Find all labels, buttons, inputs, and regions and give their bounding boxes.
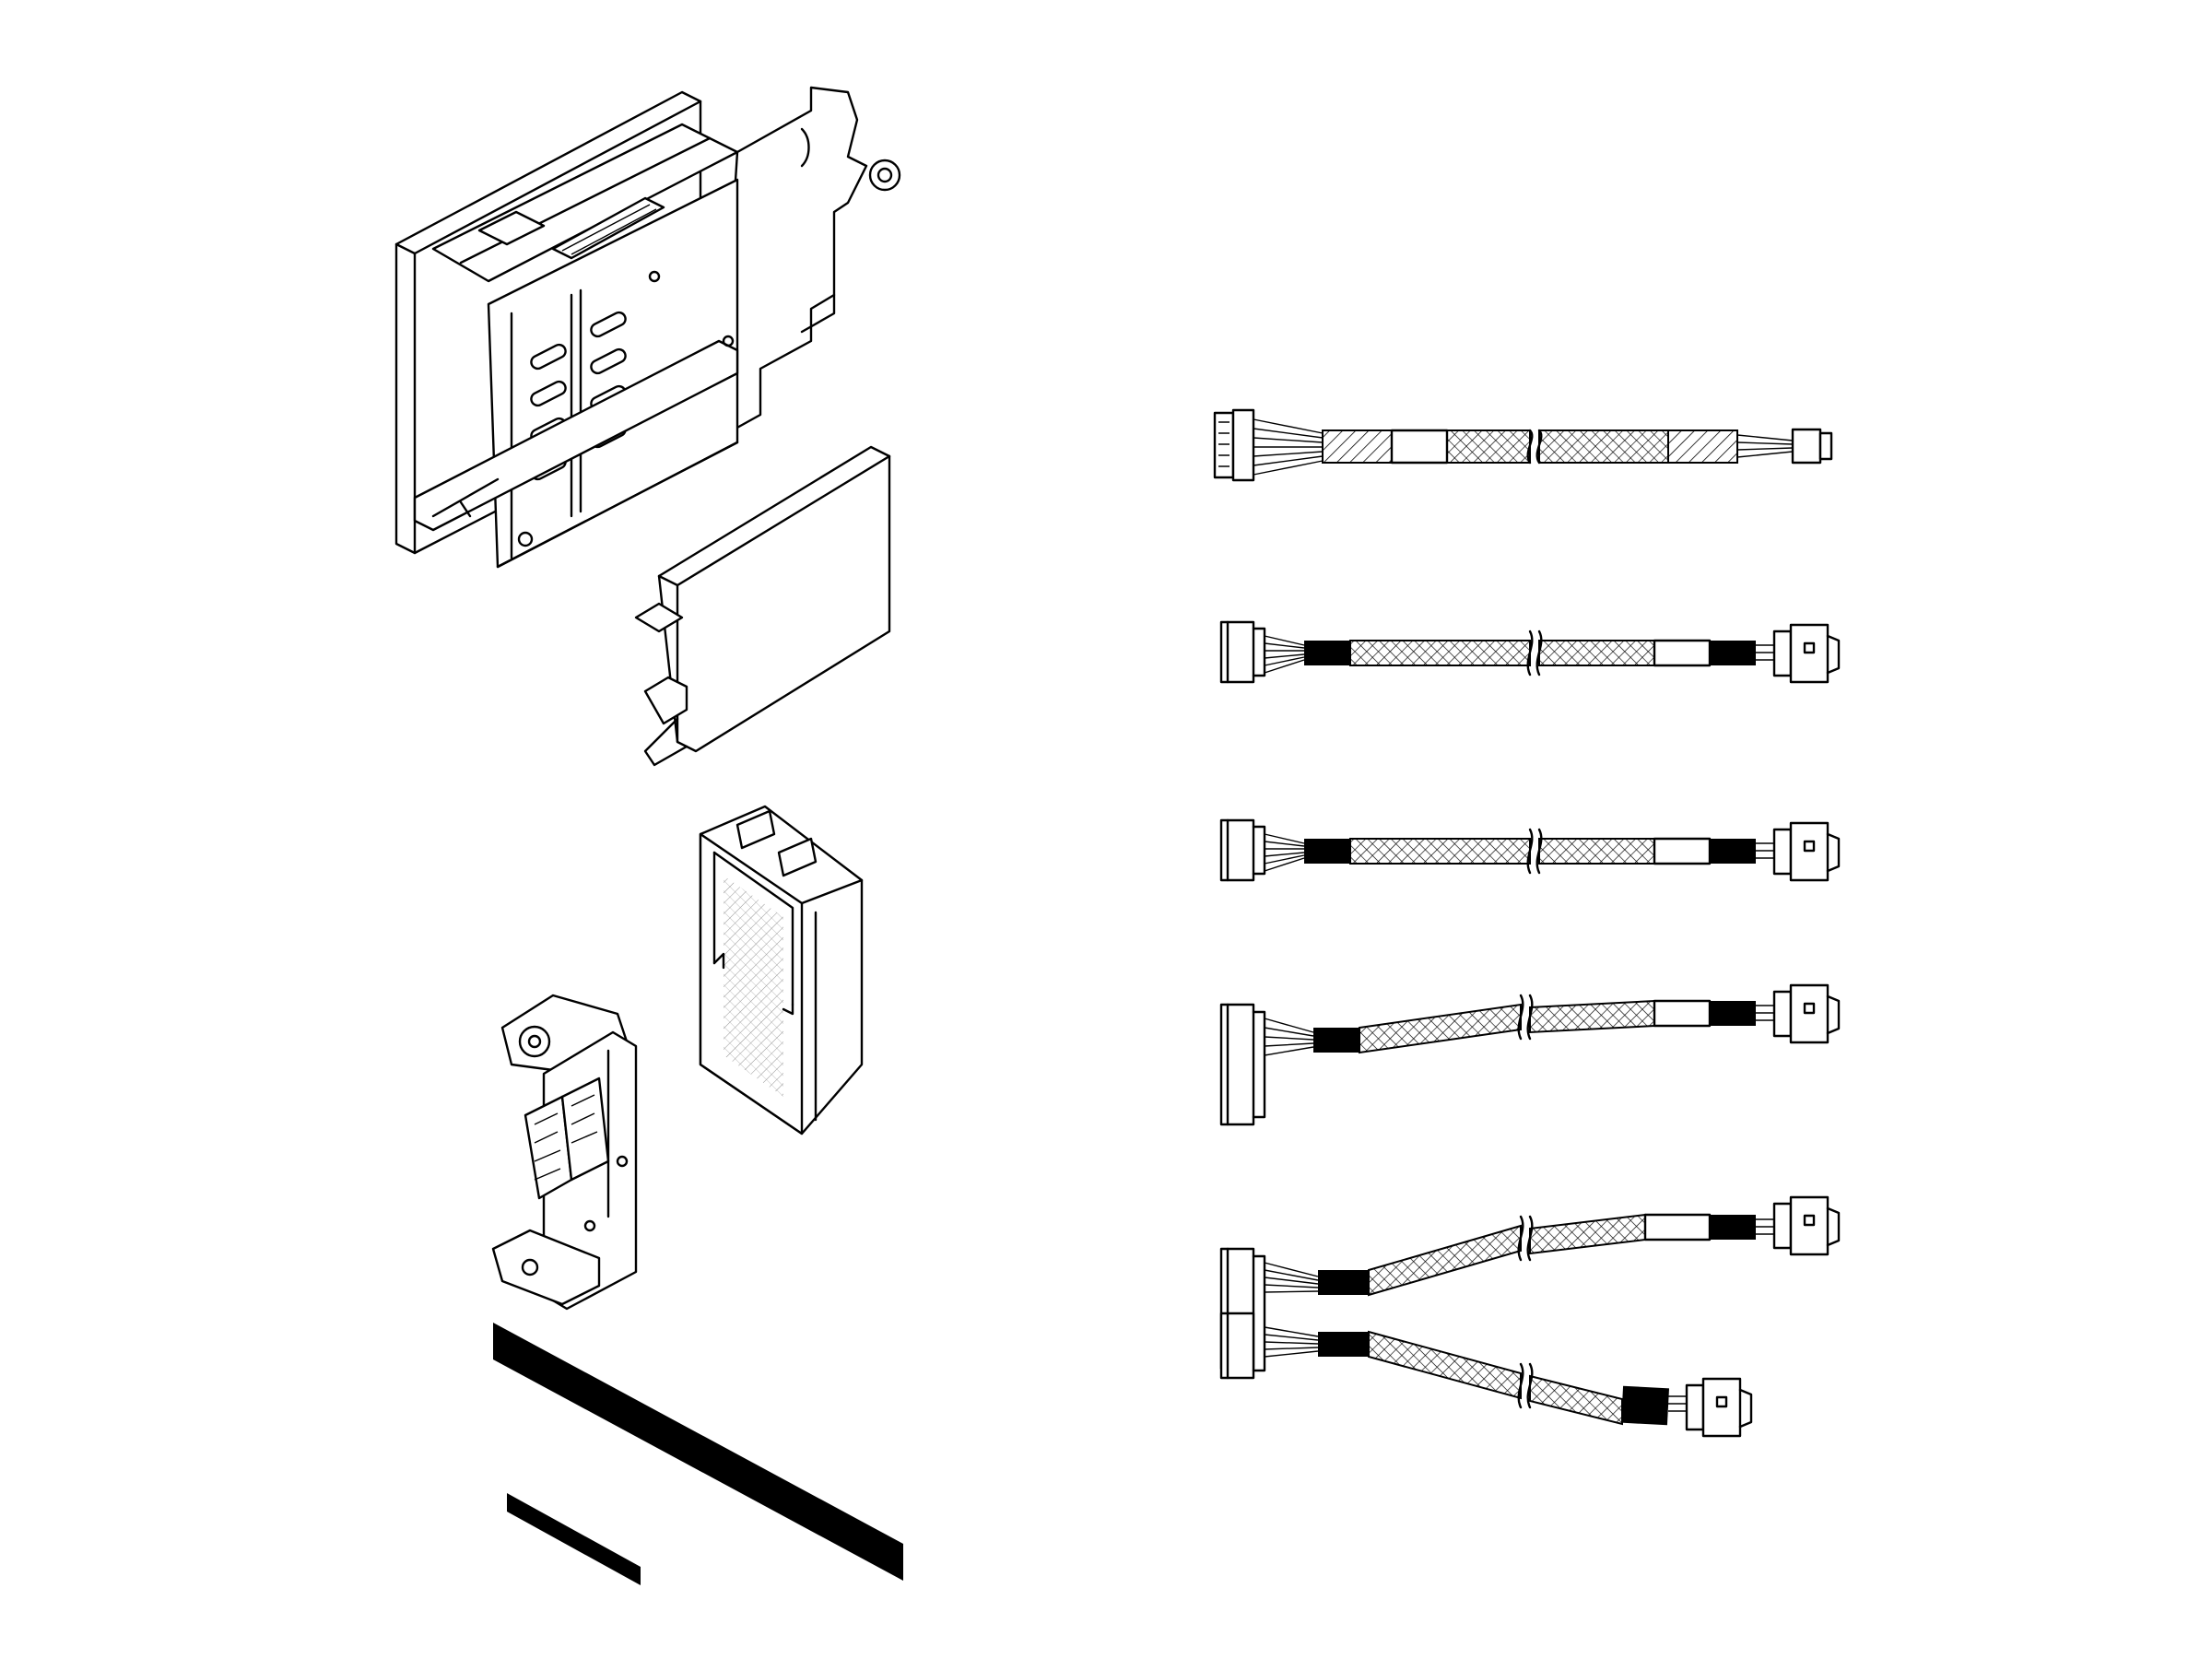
y-signal-cable (1219, 1195, 1841, 1438)
drive-carrier (699, 805, 864, 1135)
drive-cage (394, 86, 901, 569)
signal-cable-2 (1219, 818, 1841, 882)
drive-filler (634, 445, 891, 767)
label-strip-long (493, 1323, 903, 1581)
signal-cable-3 (1219, 983, 1841, 1126)
label-strip-short (507, 1493, 641, 1585)
backplane-bracket (491, 994, 638, 1311)
power-cable (1213, 408, 1833, 482)
signal-cable-1 (1219, 620, 1841, 684)
